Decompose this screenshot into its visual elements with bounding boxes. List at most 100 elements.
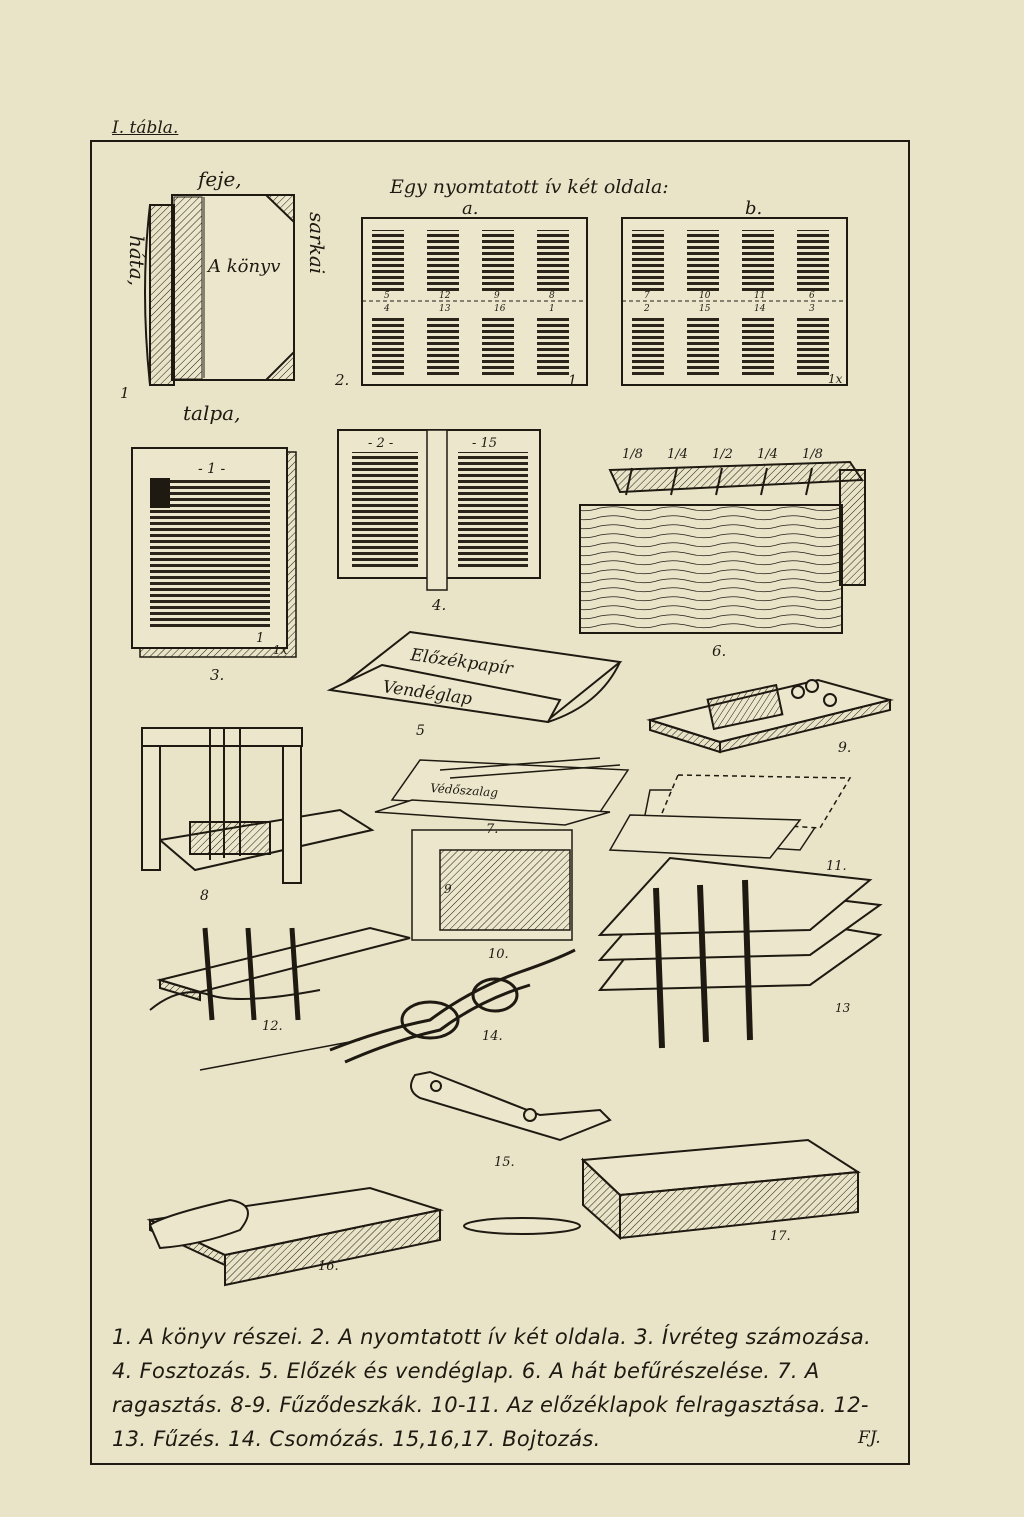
fig4-spread <box>337 429 541 591</box>
fig6-fraction-labels: 1/8 1/4 1/2 1/4 1/8 <box>622 447 823 496</box>
fig5-number: 5 <box>416 723 425 739</box>
fig2-sheet-b-page-number-top: 7 <box>644 291 650 301</box>
fig2-sheet-a-page-number-top: 9 <box>494 291 500 301</box>
fig2-sheet-a-page-number-bottom: 16 <box>494 304 506 314</box>
fig12-number: 12. <box>262 1019 283 1034</box>
fig3-gathering <box>131 447 297 658</box>
fig1-head-label: feje, <box>196 167 242 191</box>
fig2-sheet-a-page-number-top: 8 <box>549 291 555 301</box>
fig2-sheet-a-page-block <box>427 315 459 377</box>
fig6-saw-cut <box>625 467 633 496</box>
fig2-sheet-b-page-block <box>742 230 774 292</box>
fig2-sheet-a-page-block <box>537 315 569 377</box>
fig6-fraction-label: 1/4 <box>757 447 778 462</box>
fig2-sheet-b-page-number-bottom: 3 <box>809 304 815 314</box>
fig2-sheet-a-page-block <box>372 230 404 292</box>
plate-caption: 1. A könyv részei. 2. A nyomtatott ív ké… <box>112 1320 892 1456</box>
fig6-sawing-press <box>579 460 866 634</box>
fig15-template <box>410 1070 612 1142</box>
fig2-sheet-a: 5 4 12 13 9 16 8 1 <box>361 217 588 386</box>
fig2-corner-b: 1x <box>828 372 843 386</box>
fig11-endpaper-pasting <box>608 774 852 859</box>
fig6-saw-cut <box>670 467 678 496</box>
fig2-sheet-b: 7 2 10 15 11 14 6 3 <box>621 217 848 386</box>
fig4-right-page: - 15 <box>472 436 497 451</box>
fig4-left-page: - 2 - <box>368 436 393 451</box>
fig13-number: 13 <box>835 1001 851 1015</box>
fig3-corner-x: 1x <box>273 643 288 657</box>
fig2-sheet-b-page-block <box>687 230 719 292</box>
fig12-sewing <box>149 926 411 1071</box>
fig6-fraction-label: 1/4 <box>667 447 688 462</box>
fig14-knot <box>329 948 576 1064</box>
fig7-glueing <box>374 757 630 941</box>
fig5-endpapers <box>326 630 623 724</box>
fig2-sheet-b-page-number-bottom: 14 <box>754 304 766 314</box>
fig2-sheet-b-page-number-top: 11 <box>754 291 765 301</box>
fig1-tail-label: talpa, <box>183 401 240 425</box>
fig10-number: 10. <box>488 947 509 962</box>
fig2-number: 2. <box>334 371 349 389</box>
fig13-sewing-stack <box>597 856 883 1049</box>
fig1-cover-text: A könyv <box>206 256 280 277</box>
fig2-sheet-b-page-block <box>797 315 829 377</box>
fig7-strip-label: Védőszalag <box>430 781 499 800</box>
fig10-page: 9 <box>444 882 452 896</box>
fig2-sheet-a-page-number-bottom: 13 <box>439 304 451 314</box>
fig1-spine-label: háta, <box>125 235 149 286</box>
fig2-sheet-a-page-block <box>427 230 459 292</box>
fig2-sheet-b-page-block <box>632 230 664 292</box>
plate-frame <box>90 140 910 1465</box>
fig2-sheet-b-page-number-top: 6 <box>809 291 815 301</box>
fig16-number: 16. <box>318 1259 339 1274</box>
fig6-fraction-label: 1/2 <box>712 447 733 462</box>
fig6-saw-cut <box>715 467 723 496</box>
fig2-sheet-a-page-block <box>372 315 404 377</box>
fig11-number: 11. <box>826 859 847 874</box>
fig2-sheet-a-page-number-top: 5 <box>384 291 390 301</box>
fig2-sheet-a-page-block <box>537 230 569 292</box>
fig2-sheet-b-page-block <box>797 230 829 292</box>
fig2-sheet-b-page-number-top: 10 <box>699 291 711 301</box>
fig17-headband-book <box>463 1138 861 1241</box>
caption-text: 1. A könyv részei. 2. A nyomtatott ív ké… <box>112 1325 872 1451</box>
fig8-sewing-frame <box>141 727 375 884</box>
fig2-sheet-b-page-number-bottom: 15 <box>699 304 711 314</box>
fig9-sewing-board <box>646 678 894 754</box>
fig8-number: 8 <box>200 888 209 904</box>
fig1-book-parts <box>144 194 295 386</box>
fig6-saw-cut <box>760 467 768 496</box>
fig2-title: Egy nyomtatott ív két oldala: <box>389 176 669 198</box>
fig2-sheet-a-page-number-bottom: 4 <box>383 304 390 314</box>
fig6-fraction-label: 1/8 <box>802 447 823 462</box>
fig6-number: 6. <box>712 642 726 660</box>
fig3-page-number: - 1 - <box>198 461 226 477</box>
fig17-number: 17. <box>770 1229 791 1244</box>
fig16-headband <box>146 1186 444 1287</box>
fig3-number: 3. <box>210 666 224 684</box>
fig4-number: 4. <box>431 596 446 614</box>
fig6-saw-cut <box>805 467 813 496</box>
fig15-number: 15. <box>494 1155 515 1170</box>
fig2-sheet-a-page-block <box>482 315 514 377</box>
fig1-number: 1 <box>120 384 130 402</box>
fig2-sub-a: a. <box>462 198 478 219</box>
fig14-number: 14. <box>482 1029 503 1044</box>
fig7-number: 7. <box>486 822 498 837</box>
fig2-sheet-b-page-number-bottom: 2 <box>643 304 650 314</box>
fig6-fraction-label: 1/8 <box>622 447 643 462</box>
fig2-sheet-a-page-number-bottom: 1 <box>549 304 555 314</box>
plate-label: I. tábla. <box>112 118 179 138</box>
fig2-sheet-b-page-block <box>632 315 664 377</box>
fig2-sub-b: b. <box>745 198 762 219</box>
fig3-corner: 1 <box>256 631 264 646</box>
fig2-sheet-b-page-block <box>687 315 719 377</box>
fig1-corners-label: sarkai <box>305 212 329 274</box>
fig9-number: 9. <box>838 740 851 756</box>
fig2-corner-a: 1 <box>568 373 577 389</box>
fig2-sheet-a-page-number-top: 12 <box>439 291 451 301</box>
fig2-sheet-b-page-block <box>742 315 774 377</box>
fig2-sheet-a-page-block <box>482 230 514 292</box>
